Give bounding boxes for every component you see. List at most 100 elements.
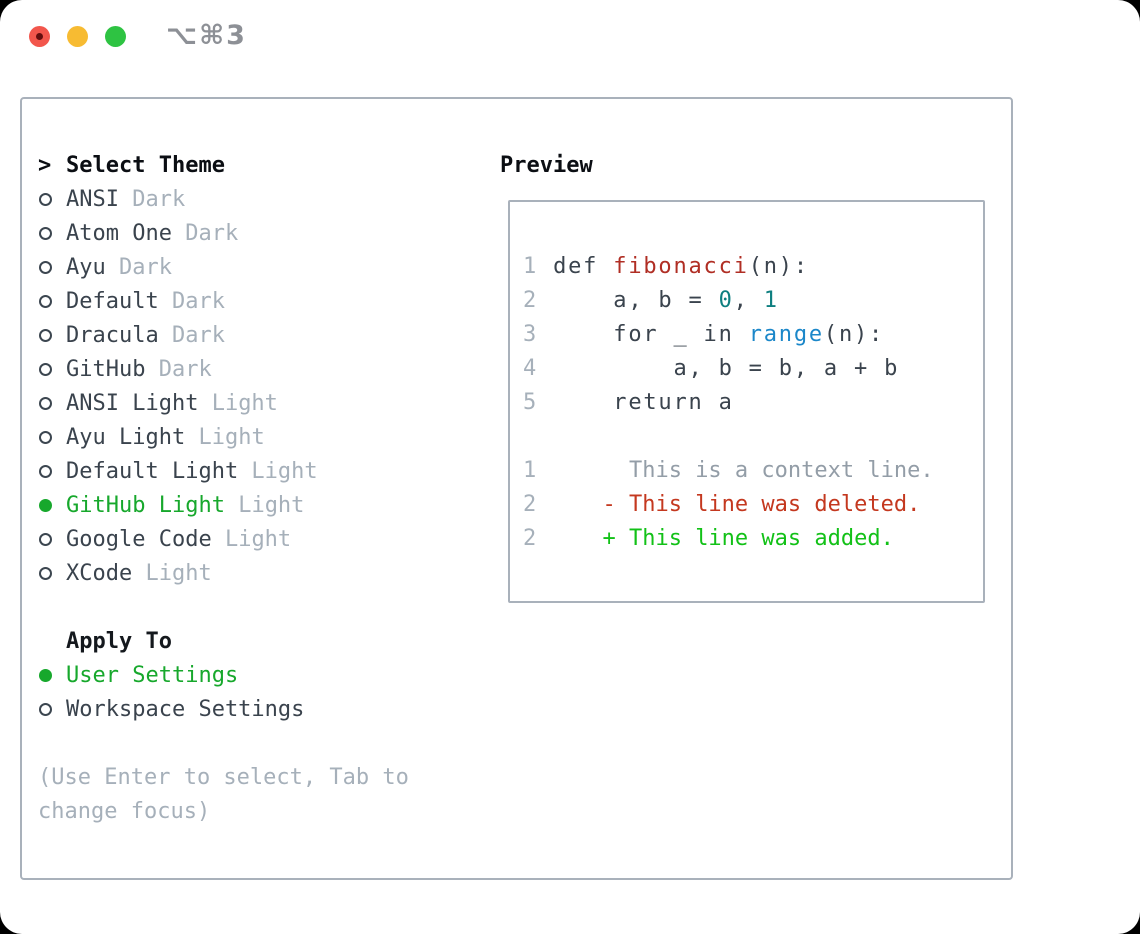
code-segment-num: 2 <box>523 525 537 551</box>
radio-icon <box>38 260 66 274</box>
outline-circle-icon <box>39 192 52 206</box>
theme-option-github-light[interactable]: GitHub Light Light <box>38 488 318 522</box>
theme-option-variant-label: Light <box>238 458 318 484</box>
help-text: (Use Enter to select, Tab to change focu… <box>38 760 409 828</box>
outline-circle-icon <box>39 294 52 308</box>
radio-icon <box>38 328 66 342</box>
radio-icon <box>38 226 66 240</box>
theme-option-label: XCode <box>66 560 133 586</box>
code-segment-func: fibonacci <box>613 253 749 279</box>
theme-option-variant-label: Dark <box>158 288 225 314</box>
preview-title: Preview <box>500 152 593 178</box>
outline-circle-icon <box>39 396 52 410</box>
radio-icon <box>38 192 66 206</box>
theme-option-label: GitHub <box>66 356 146 382</box>
theme-option-variant-label: Light <box>211 526 292 552</box>
preview-line: 2 + This line was added. <box>523 521 983 555</box>
close-button[interactable] <box>29 26 50 47</box>
theme-option-default-light[interactable]: Default Light Light <box>38 454 318 488</box>
theme-option-ayu-light[interactable]: Ayu Light Light <box>38 420 318 454</box>
code-segment-plain: , <box>733 287 764 313</box>
theme-option-label: Atom One <box>66 220 172 246</box>
theme-option-variant-label: Light <box>185 424 265 450</box>
window-title-shortcut: ⌥⌘3 <box>166 20 247 51</box>
preview-line <box>523 419 983 453</box>
preview-line: 5 return a <box>523 385 983 419</box>
code-segment-num: 4 <box>523 355 539 381</box>
theme-option-label: Ayu Light <box>66 424 186 450</box>
preview-line: 3 for _ in range(n): <box>523 317 983 351</box>
outline-circle-icon <box>39 464 52 478</box>
theme-option-ansi[interactable]: ANSI Dark <box>38 182 318 216</box>
code-segment-call: range <box>748 321 824 347</box>
theme-option-ayu[interactable]: Ayu Dark <box>38 250 318 284</box>
code-segment-num: 2 <box>523 491 537 517</box>
filled-circle-icon <box>39 498 52 512</box>
radio-icon <box>38 702 66 716</box>
code-segment-num: 3 <box>523 321 539 347</box>
outline-circle-icon <box>39 260 52 274</box>
code-segment-add: + This line was added. <box>536 525 894 551</box>
preview-line: 4 a, b = b, a + b <box>523 351 983 385</box>
theme-option-variant-label: Light <box>198 390 278 416</box>
code-segment-lit: 0 <box>718 287 734 313</box>
theme-option-label: Default Light <box>66 458 239 484</box>
radio-selected-icon <box>38 498 66 512</box>
zoom-button[interactable] <box>105 26 126 47</box>
outline-circle-icon <box>39 226 52 240</box>
main-panel <box>20 97 1013 880</box>
theme-option-variant-label: Dark <box>145 356 212 382</box>
apply-option-label: User Settings <box>66 662 239 688</box>
code-segment-plain: (n): <box>823 321 885 347</box>
preview-line: 1 def fibonacci(n): <box>523 249 983 283</box>
theme-option-ansi-light[interactable]: ANSI Light Light <box>38 386 318 420</box>
outline-circle-icon <box>39 566 52 580</box>
minimize-button[interactable] <box>67 26 88 47</box>
theme-option-variant-label: Light <box>224 492 305 518</box>
close-dot-icon <box>36 33 43 40</box>
theme-list-header: > Select Theme <box>38 148 318 182</box>
theme-option-label: Default <box>66 288 159 314</box>
theme-option-github[interactable]: GitHub Dark <box>38 352 318 386</box>
apply-option-workspace-settings[interactable]: Workspace Settings <box>38 692 304 726</box>
code-segment-plain: def <box>538 253 614 279</box>
theme-option-label: ANSI <box>66 186 119 212</box>
apply-option-user-settings[interactable]: User Settings <box>38 658 304 692</box>
help-line-2: change focus) <box>38 798 211 824</box>
code-segment-num: 1 <box>523 253 539 279</box>
theme-option-dracula[interactable]: Dracula Dark <box>38 318 318 352</box>
code-segment-context: This is a context line. <box>536 457 934 483</box>
outline-circle-icon <box>39 430 52 444</box>
radio-icon <box>38 396 66 410</box>
apply-to-title: Apply To <box>66 628 172 654</box>
theme-option-variant-label: Dark <box>118 186 186 212</box>
theme-option-label: Ayu <box>66 254 106 280</box>
theme-option-xcode[interactable]: XCode Light <box>38 556 318 590</box>
theme-option-default[interactable]: Default Dark <box>38 284 318 318</box>
outline-circle-icon <box>39 362 52 376</box>
preview-line: 2 - This line was deleted. <box>523 487 983 521</box>
theme-option-atom-one[interactable]: Atom One Dark <box>38 216 318 250</box>
code-segment-num: 2 <box>523 287 539 313</box>
radio-icon <box>38 532 66 546</box>
theme-option-variant-label: Dark <box>105 254 172 280</box>
theme-option-google-code[interactable]: Google Code Light <box>38 522 318 556</box>
theme-option-variant-label: Dark <box>171 220 239 246</box>
code-segment-plain: a, b = b, a + b <box>538 355 900 381</box>
radio-icon <box>38 464 66 478</box>
preview-line: 2 a, b = 0, 1 <box>523 283 983 317</box>
code-segment-lit: 1 <box>763 287 779 313</box>
theme-option-label: Google Code <box>66 526 212 552</box>
radio-icon <box>38 362 66 376</box>
radio-selected-icon <box>38 668 66 682</box>
outline-circle-icon <box>39 328 52 342</box>
code-segment-plain: (n): <box>748 253 809 279</box>
radio-icon <box>38 566 66 580</box>
filled-circle-icon <box>39 668 52 682</box>
theme-option-label: ANSI Light <box>66 390 199 416</box>
apply-option-label: Workspace Settings <box>66 696 305 722</box>
